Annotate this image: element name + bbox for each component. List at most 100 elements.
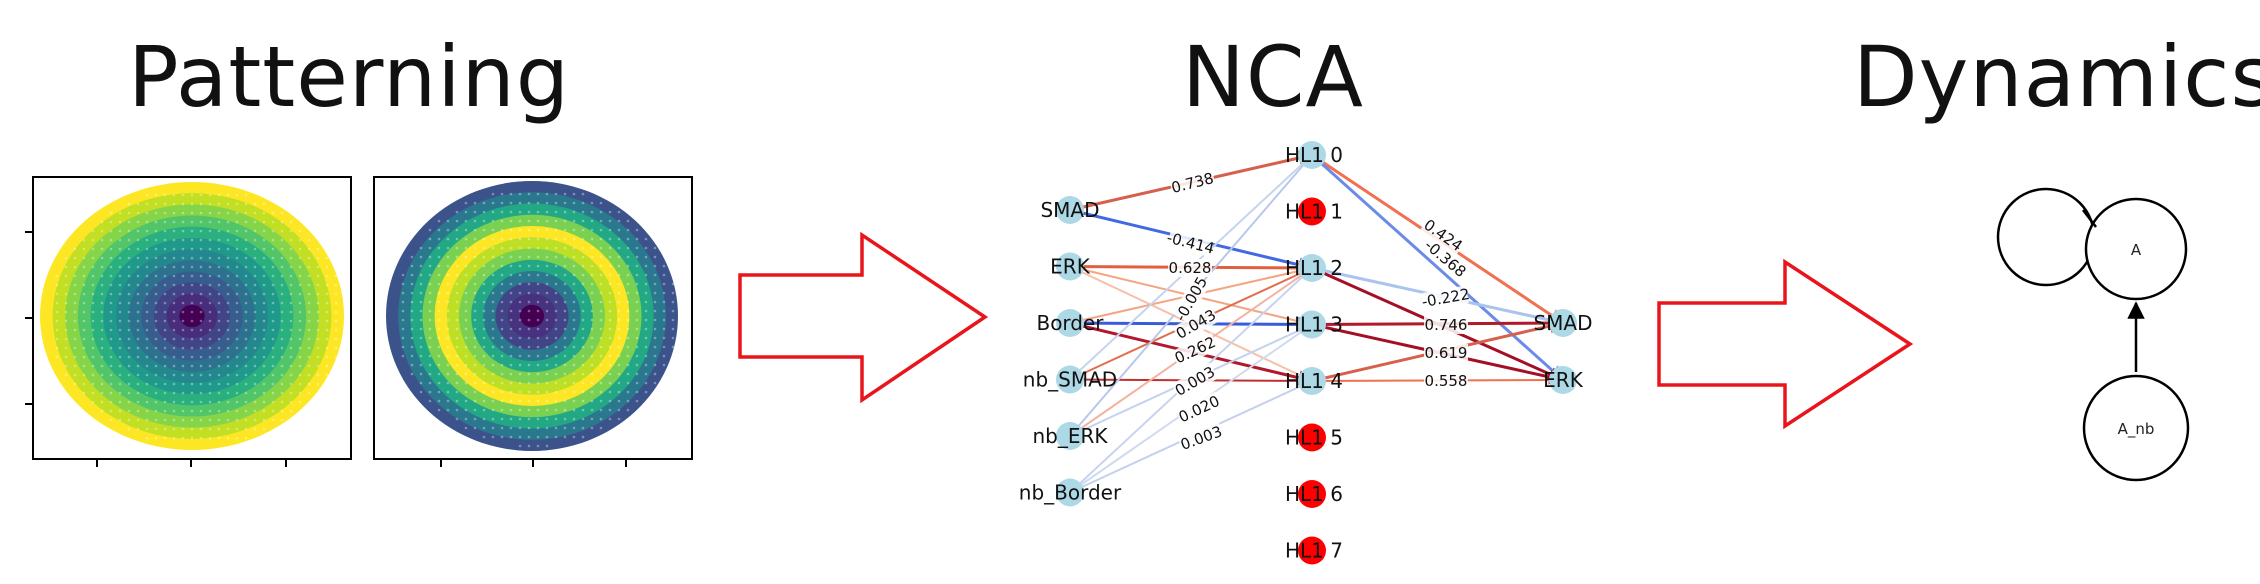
cell-dot — [199, 418, 203, 422]
cell-dot — [163, 283, 167, 287]
cell-dot — [208, 400, 212, 404]
cell-dot — [334, 274, 338, 278]
cell-dot — [307, 247, 311, 251]
output-node — [1549, 366, 1577, 394]
cell-dot — [136, 256, 140, 260]
cell-dot — [271, 364, 275, 368]
cell-dot — [419, 255, 423, 259]
cell-dot — [563, 264, 567, 268]
cell-dot — [334, 292, 338, 296]
cell-dot — [127, 292, 131, 296]
cell-dot — [572, 264, 576, 268]
cell-dot — [190, 211, 194, 215]
cell-dot — [262, 382, 266, 386]
cell-dot — [235, 265, 239, 269]
cell-dot — [244, 256, 248, 260]
cell-dot — [527, 390, 531, 394]
cell-dot — [226, 319, 230, 323]
cell-dot — [491, 237, 495, 241]
cell-dot — [536, 408, 540, 412]
cell-dot — [118, 229, 122, 233]
cell-dot — [154, 328, 158, 332]
cell-dot — [82, 319, 86, 323]
cell-dot — [199, 346, 203, 350]
cell-dot — [554, 318, 558, 322]
cell-dot — [536, 336, 540, 340]
cell-dot — [316, 355, 320, 359]
nca-title: NCA — [1182, 28, 1364, 126]
cell-dot — [482, 246, 486, 250]
cell-dot — [590, 390, 594, 394]
cell-dot — [671, 309, 675, 313]
cell-dot — [446, 255, 450, 259]
cell-dot — [298, 382, 302, 386]
hidden-node-label: HL1 0 — [1285, 143, 1343, 167]
cell-dot — [518, 318, 522, 322]
cell-dot — [73, 382, 77, 386]
cell-dot — [127, 274, 131, 278]
cell-dot — [244, 328, 248, 332]
cell-dot — [581, 291, 585, 295]
cell-dot — [253, 229, 257, 233]
cell-dot — [208, 193, 212, 197]
cell-dot — [527, 327, 531, 331]
cell-dot — [626, 354, 630, 358]
cell-dot — [181, 229, 185, 233]
hidden-node — [1298, 254, 1326, 282]
cell-dot — [64, 310, 68, 314]
cell-dot — [572, 237, 576, 241]
cell-dot — [253, 292, 257, 296]
cell-dot — [500, 336, 504, 340]
cell-dot — [401, 291, 405, 295]
cell-dot — [280, 274, 284, 278]
cell-dot — [289, 292, 293, 296]
cell-dot — [554, 417, 558, 421]
cell-dot — [545, 237, 549, 241]
cell-dot — [491, 291, 495, 295]
cell-dot — [190, 373, 194, 377]
cell-dot — [217, 319, 221, 323]
cell-dot — [199, 283, 203, 287]
cell-dot — [455, 336, 459, 340]
cell-dot — [590, 399, 594, 403]
cell-dot — [617, 408, 621, 412]
cell-dot — [145, 337, 149, 341]
cell-dot — [100, 283, 104, 287]
cell-dot — [100, 256, 104, 260]
cell-dot — [190, 301, 194, 305]
cell-dot — [635, 345, 639, 349]
cell-dot — [554, 300, 558, 304]
cell-dot — [608, 282, 612, 286]
cell-dot — [536, 417, 540, 421]
cell-dot — [455, 417, 459, 421]
cell-dot — [316, 247, 320, 251]
cell-dot — [554, 291, 558, 295]
cell-dot — [298, 283, 302, 287]
cell-dot — [500, 372, 504, 376]
cell-dot — [136, 382, 140, 386]
cell-dot — [617, 291, 621, 295]
cell-dot — [280, 292, 284, 296]
cell-dot — [226, 436, 230, 440]
cell-dot — [82, 301, 86, 305]
cell-dot — [419, 246, 423, 250]
cell-dot — [226, 247, 230, 251]
cell-dot — [208, 202, 212, 206]
cell-dot — [617, 219, 621, 223]
cell-dot — [289, 355, 293, 359]
cell-dot — [217, 382, 221, 386]
cell-dot — [500, 381, 504, 385]
cell-dot — [226, 193, 230, 197]
cell-dot — [410, 255, 414, 259]
cell-dot — [617, 417, 621, 421]
cell-dot — [536, 291, 540, 295]
cell-dot — [208, 256, 212, 260]
cell-dot — [163, 310, 167, 314]
cell-dot — [482, 282, 486, 286]
cell-dot — [464, 273, 468, 277]
cell-dot — [298, 256, 302, 260]
cell-dot — [491, 219, 495, 223]
cell-dot — [482, 327, 486, 331]
cell-dot — [599, 417, 603, 421]
cell-dot — [401, 282, 405, 286]
